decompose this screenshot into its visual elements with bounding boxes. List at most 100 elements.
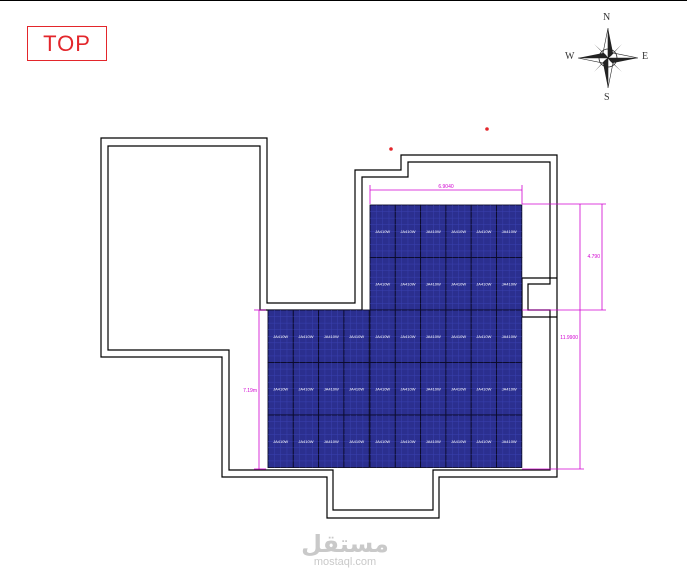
solar-panel: JA410W	[470, 309, 497, 363]
solar-panel: JA410W	[496, 309, 523, 363]
panel-label: JA410W	[273, 386, 288, 391]
panel-label: JA410W	[400, 281, 415, 286]
solar-panel: JA410W	[445, 414, 472, 468]
panel-label: JA410W	[502, 439, 517, 444]
solar-panel: JA410W	[420, 414, 447, 468]
watermark-logo-text: مستقل	[301, 530, 389, 558]
solar-panel: JA410W	[318, 362, 345, 416]
solar-panel: JA410W	[445, 362, 472, 416]
panel-label: JA410W	[476, 386, 491, 391]
panel-label: JA410W	[476, 439, 491, 444]
panel-label: JA410W	[426, 334, 441, 339]
panel-label: JA410W	[298, 386, 313, 391]
dimension-lines	[254, 185, 606, 470]
solar-panel: JA410W	[496, 414, 523, 468]
solar-panel: JA410W	[369, 362, 396, 416]
panel-label: JA410W	[502, 281, 517, 286]
panel-label: JA410W	[298, 439, 313, 444]
compass-north-label: N	[603, 12, 611, 23]
solar-panel: JA410W	[420, 204, 447, 258]
solar-panel: JA410W	[369, 257, 396, 311]
panel-label: JA410W	[426, 281, 441, 286]
solar-panel: JA410W	[420, 309, 447, 363]
solar-panel: JA410W	[496, 362, 523, 416]
dimension-right-upper: 4.790	[587, 254, 600, 260]
panel-label: JA410W	[349, 386, 364, 391]
solar-panel: JA410W	[496, 204, 523, 258]
panel-label: JA410W	[375, 334, 390, 339]
panel-label: JA410W	[451, 439, 466, 444]
panel-label: JA410W	[426, 229, 441, 234]
panel-label: JA410W	[400, 334, 415, 339]
panel-label: JA410W	[400, 229, 415, 234]
panel-label: JA410W	[349, 334, 364, 339]
panel-label: JA410W	[451, 281, 466, 286]
solar-panel: JA410W	[318, 309, 345, 363]
solar-panel: JA410W	[470, 362, 497, 416]
view-label: TOP	[27, 26, 107, 61]
panel-label: JA410W	[476, 281, 491, 286]
solar-panel: JA410W	[369, 414, 396, 468]
solar-panel: JA410W	[445, 309, 472, 363]
solar-panel: JA410W	[394, 204, 422, 258]
solar-panel: JA410W	[369, 309, 396, 363]
survey-point	[485, 127, 489, 131]
solar-panel: JA410W	[394, 362, 422, 416]
solar-panel: JA410W	[420, 257, 447, 311]
panel-label: JA410W	[426, 439, 441, 444]
panel-label: JA410W	[451, 229, 466, 234]
panel-label: JA410W	[375, 439, 390, 444]
solar-panel: JA410W	[470, 414, 497, 468]
panel-label: JA410W	[502, 229, 517, 234]
solar-panel-array: JA410W JA410W JA410W JA410W JA410W JA410W JA41…	[267, 204, 523, 468]
compass-rose: N S E W	[560, 12, 656, 104]
solar-panel: JA410W	[470, 204, 497, 258]
solar-panel: JA410W	[318, 414, 345, 468]
solar-panel: JA410W	[394, 257, 422, 311]
compass-west-label: W	[565, 51, 575, 62]
solar-panel: JA410W	[394, 414, 422, 468]
panel-label: JA410W	[426, 386, 441, 391]
solar-panel: JA410W	[496, 257, 523, 311]
solar-panel: JA410W	[445, 204, 472, 258]
dimension-right-total: 11.9900	[560, 335, 578, 341]
panel-label: JA410W	[324, 439, 339, 444]
solar-panel: JA410W	[292, 309, 320, 363]
panel-label: JA410W	[400, 386, 415, 391]
panel-label: JA410W	[375, 386, 390, 391]
survey-point	[389, 147, 393, 151]
panel-label: JA410W	[502, 334, 517, 339]
solar-panel: JA410W	[343, 414, 370, 468]
solar-panel: JA410W	[369, 204, 396, 258]
panel-label: JA410W	[349, 439, 364, 444]
panel-label: JA410W	[502, 386, 517, 391]
panel-label: JA410W	[273, 439, 288, 444]
top-border-line	[0, 0, 687, 1]
solar-panel: JA410W	[394, 309, 422, 363]
solar-panel: JA410W	[420, 362, 447, 416]
watermark: مستقل mostaql.com	[295, 532, 395, 569]
panel-label: JA410W	[451, 334, 466, 339]
solar-panel: JA410W	[292, 414, 320, 468]
panel-label: JA410W	[324, 386, 339, 391]
solar-panel: JA410W	[445, 257, 472, 311]
compass-icon	[577, 27, 639, 89]
compass-south-label: S	[604, 92, 610, 103]
roof-outline-outer	[100, 137, 558, 519]
solar-panel: JA410W	[343, 309, 370, 363]
panel-label: JA410W	[400, 439, 415, 444]
panel-label: JA410W	[324, 334, 339, 339]
panel-label: JA410W	[375, 281, 390, 286]
panel-label: JA410W	[451, 386, 466, 391]
solar-panel: JA410W	[292, 362, 320, 416]
compass-east-label: E	[642, 51, 649, 62]
solar-panel: JA410W	[470, 257, 497, 311]
panel-label: JA410W	[298, 334, 313, 339]
panel-label: JA410W	[375, 229, 390, 234]
solar-panel: JA410W	[267, 362, 294, 416]
solar-panel: JA410W	[267, 309, 294, 363]
dimension-top-width: 6.9040	[438, 184, 454, 190]
solar-panel: JA410W	[267, 414, 294, 468]
panel-label: JA410W	[476, 229, 491, 234]
